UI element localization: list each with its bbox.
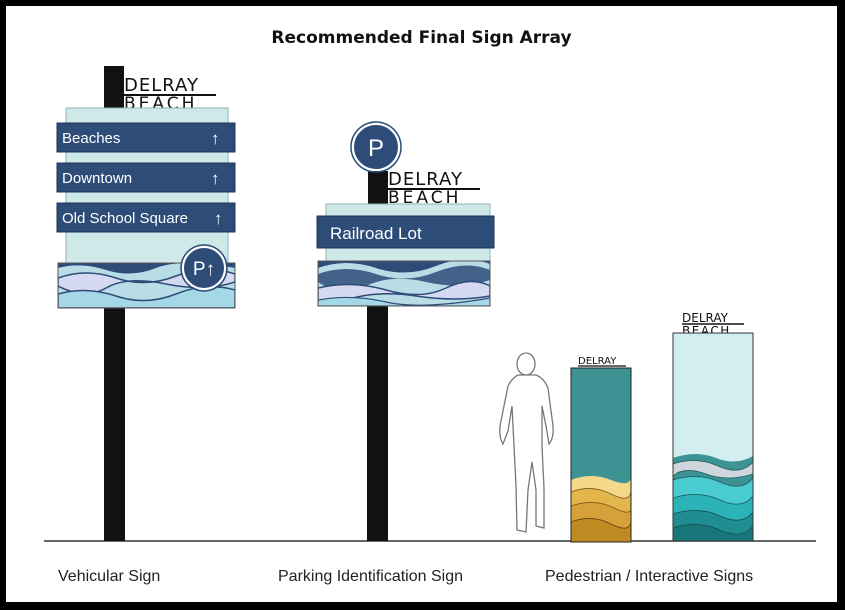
direction-label: Downtown: [62, 170, 132, 187]
vehicular-top-post: [104, 66, 124, 114]
pedestrian-sign-wide: DELRAY BEACH: [672, 311, 754, 542]
parking-wave-base: [317, 260, 491, 307]
pedestrian-sign-narrow: DELRAY BEACH: [570, 356, 632, 543]
direction-label: Beaches: [62, 130, 120, 147]
arrow-up-icon: ↑: [214, 209, 223, 228]
vehicular-pole: [104, 306, 125, 541]
caption-pedestrian: Pedestrian / Interactive Signs: [545, 568, 754, 585]
direction-row-beaches: Beaches ↑: [56, 122, 236, 153]
caption-parking: Parking Identification Sign: [278, 568, 463, 585]
sign-array-illustration: DELRAY BEACH Beaches ↑ Downtown ↑ Old Sc…: [44, 66, 816, 543]
parking-direction-badge: P↑: [180, 244, 228, 292]
parking-lot-plate: [316, 215, 495, 249]
parking-identification-sign: P DELRAY BEACH Railroad Lot: [316, 121, 495, 541]
parking-pole: [367, 304, 388, 541]
vehicular-sign: DELRAY BEACH Beaches ↑ Downtown ↑ Old Sc…: [56, 66, 236, 541]
diagram-frame: Recommended Final Sign Array DELRAY BEAC…: [6, 6, 837, 602]
parking-top-post: [368, 171, 388, 211]
brand-logo: DELRAY BEACH: [388, 169, 480, 208]
parking-icon: P: [350, 121, 402, 173]
parking-lot-label: Railroad Lot: [330, 224, 422, 243]
brand-line1: DELRAY: [388, 169, 463, 190]
direction-label: Old School Square: [62, 210, 188, 227]
direction-row-downtown: Downtown ↑: [56, 162, 236, 193]
arrow-up-icon: ↑: [211, 169, 220, 188]
brand-line2: BEACH: [388, 188, 461, 208]
diagram-title: Recommended Final Sign Array: [271, 28, 572, 48]
brand-line1: DELRAY: [578, 356, 617, 367]
caption-vehicular: Vehicular Sign: [58, 568, 161, 585]
person-silhouette-icon: [499, 352, 554, 533]
brand-line1: DELRAY: [124, 75, 199, 96]
arrow-up-icon: ↑: [211, 129, 220, 148]
parking-arrow-icon: P↑: [193, 259, 215, 280]
brand-line1: DELRAY: [682, 311, 729, 325]
parking-letter: P: [368, 135, 384, 162]
direction-row-old-school-square: Old School Square ↑: [56, 202, 236, 233]
pedestrian-signs: DELRAY BEACH DELRAY BEACH: [499, 311, 754, 543]
